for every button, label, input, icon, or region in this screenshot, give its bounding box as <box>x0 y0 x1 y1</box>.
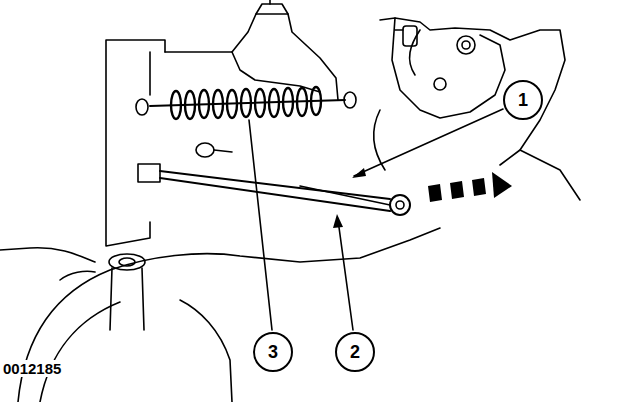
callout-number: 1 <box>518 91 528 109</box>
callout-circle: 2 <box>335 332 375 372</box>
figure-number: 0012185 <box>3 360 61 377</box>
callout-number: 3 <box>268 343 278 361</box>
callout-number: 2 <box>350 343 360 361</box>
callout-circle: 3 <box>253 332 293 372</box>
callout-circle: 1 <box>503 80 543 120</box>
